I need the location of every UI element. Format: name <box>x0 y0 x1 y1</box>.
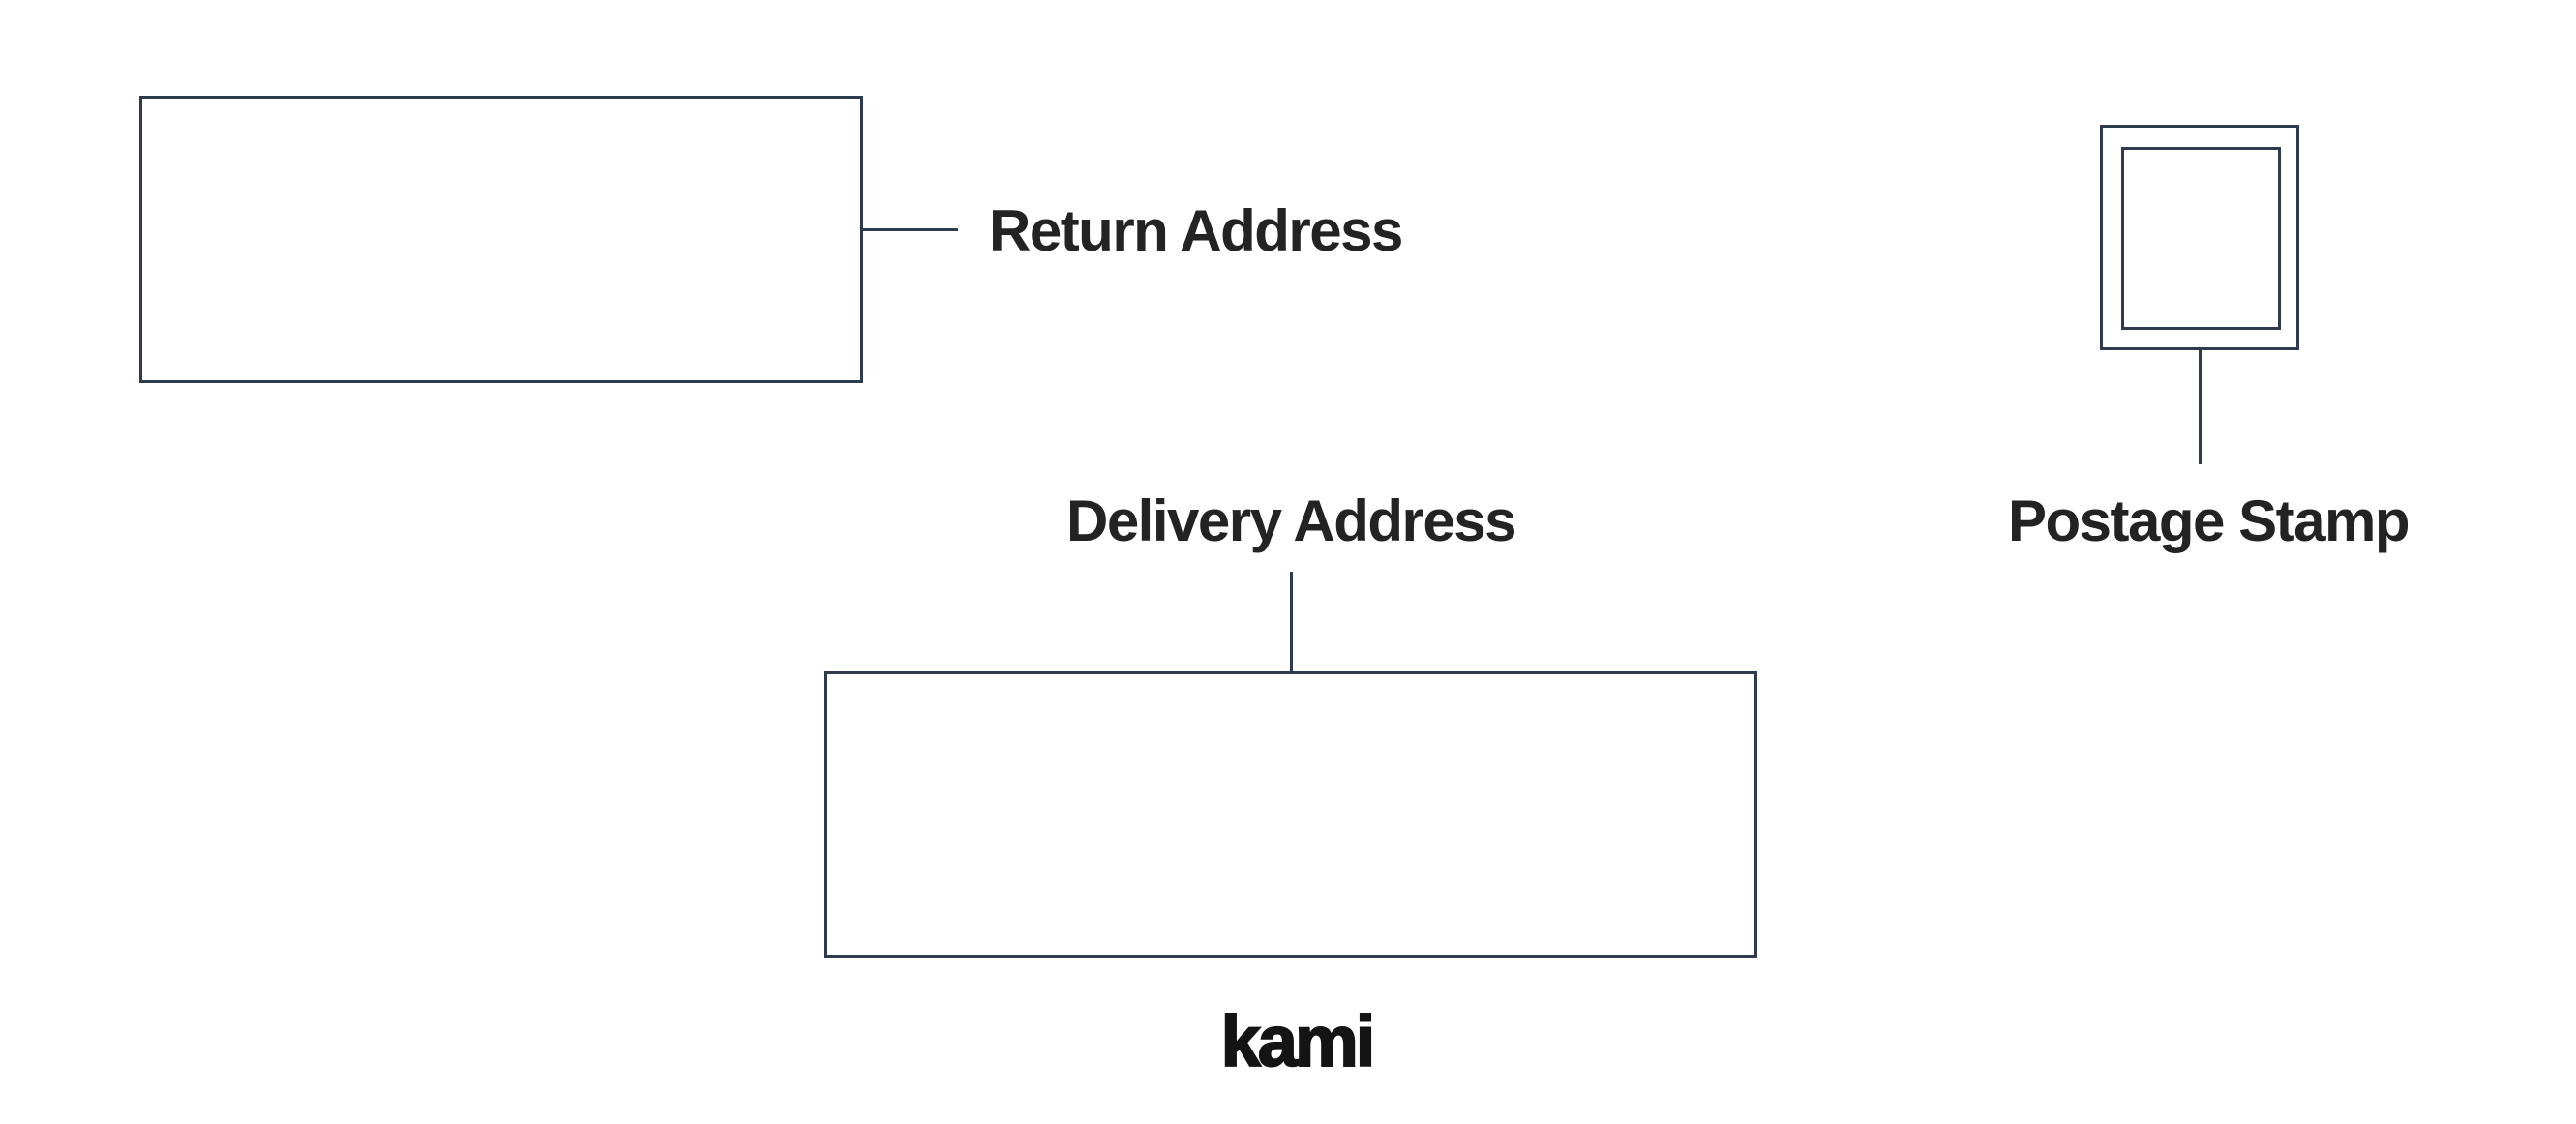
return-address-connector-line <box>863 228 958 231</box>
postage-stamp-connector-line <box>2199 350 2202 464</box>
kami-logo: kami <box>1220 1001 1377 1081</box>
delivery-address-box <box>824 671 1757 958</box>
delivery-address-label: Delivery Address <box>1065 488 1517 553</box>
return-address-label: Return Address <box>989 198 1403 263</box>
delivery-address-connector-line <box>1290 572 1293 671</box>
postage-stamp-inner-frame <box>2121 147 2281 330</box>
postage-stamp-label: Postage Stamp <box>2008 488 2410 553</box>
return-address-box <box>139 96 863 383</box>
